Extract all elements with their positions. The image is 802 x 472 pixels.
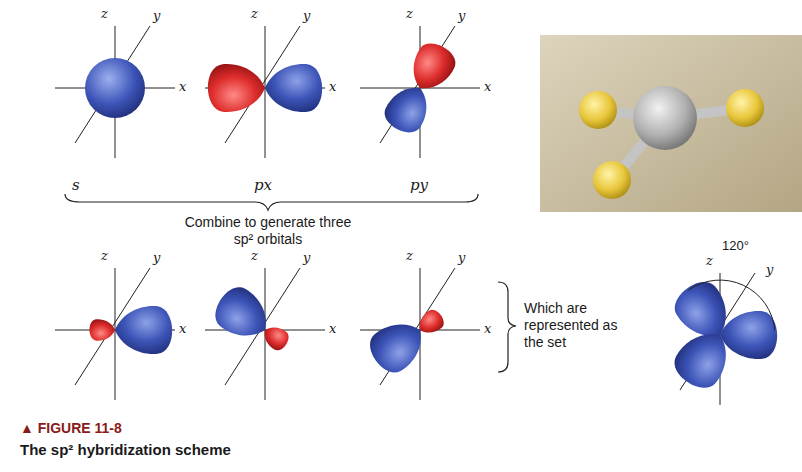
axis-label: y (458, 250, 465, 266)
axis-label: x (484, 321, 491, 337)
axis-label: z (101, 6, 108, 22)
note-text: Which are represented as the set (524, 300, 636, 351)
axis-label: x (179, 79, 186, 95)
orbital-label: px (254, 176, 272, 194)
axis-label: y (303, 8, 310, 24)
px-orbital (205, 26, 325, 158)
bracket (498, 282, 516, 372)
axis-label: z (251, 248, 258, 264)
brace (65, 194, 478, 210)
sp2-orbital (205, 268, 325, 400)
axis-label: z (406, 248, 413, 264)
axis-label: x (329, 321, 336, 337)
axis-label: z (706, 253, 713, 269)
orbital-label: s (72, 176, 80, 194)
orbital-label: py (410, 176, 428, 194)
sp2-orbital (360, 268, 480, 400)
axis-label: x (329, 79, 336, 95)
axis-label: y (153, 250, 160, 266)
axis-label: y (458, 8, 465, 24)
axis-label: x (179, 321, 186, 337)
axis-label: z (251, 6, 258, 22)
sp2-set (668, 273, 778, 405)
s-orbital (55, 26, 175, 158)
figure-number: ▲ FIGURE 11-8 (20, 420, 122, 437)
sp2-orbital (55, 268, 175, 400)
axis-label: y (766, 262, 773, 278)
figure-caption: The sp² hybridization scheme (20, 441, 231, 459)
angle-label: 120° (722, 238, 749, 254)
axis-label: x (484, 79, 491, 95)
axis-label: z (101, 248, 108, 264)
axis-label: z (406, 6, 413, 22)
axis-label: y (303, 250, 310, 266)
molecule-photo (540, 35, 802, 212)
axis-label: y (153, 8, 160, 24)
py-orbital (360, 26, 480, 158)
note-text: Combine to generate three sp² orbitals (178, 214, 358, 248)
